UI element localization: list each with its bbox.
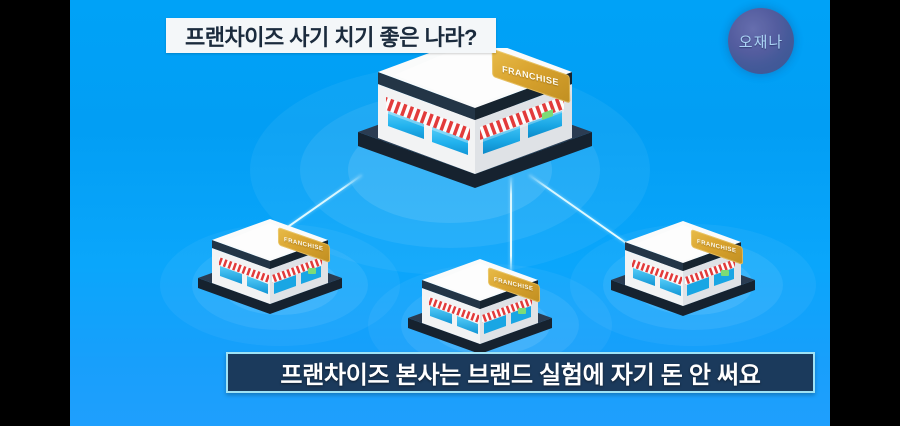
subtitle-caption-text: 프랜차이즈 본사는 브랜드 실험에 자기 돈 안 써요 — [280, 362, 761, 389]
video-scene: FRANCHISE — [70, 0, 830, 426]
channel-logo-icon: 오재나 — [728, 8, 794, 74]
letterbox-bar-right — [830, 0, 900, 426]
title-banner: 프랜차이즈 사기 치기 좋은 나라? — [166, 18, 496, 53]
branch-store-center: FRANCHISE — [400, 250, 560, 360]
store-geometry — [611, 221, 755, 316]
letterbox-bar-left — [0, 0, 70, 426]
headquarters-store: FRANCHISE — [350, 48, 600, 188]
store-geometry — [198, 219, 342, 314]
store-facade-left — [386, 97, 470, 155]
branch-store-right: FRANCHISE — [603, 212, 763, 322]
channel-logo-text: 오재나 — [738, 33, 784, 51]
subtitle-caption: 프랜차이즈 본사는 브랜드 실험에 자기 돈 안 써요 — [226, 352, 815, 393]
title-banner-text: 프랜차이즈 사기 치기 좋은 나라? — [184, 24, 478, 50]
store-geometry — [408, 259, 552, 354]
store-facade-right — [480, 96, 564, 154]
branch-store-left: FRANCHISE — [190, 210, 350, 320]
